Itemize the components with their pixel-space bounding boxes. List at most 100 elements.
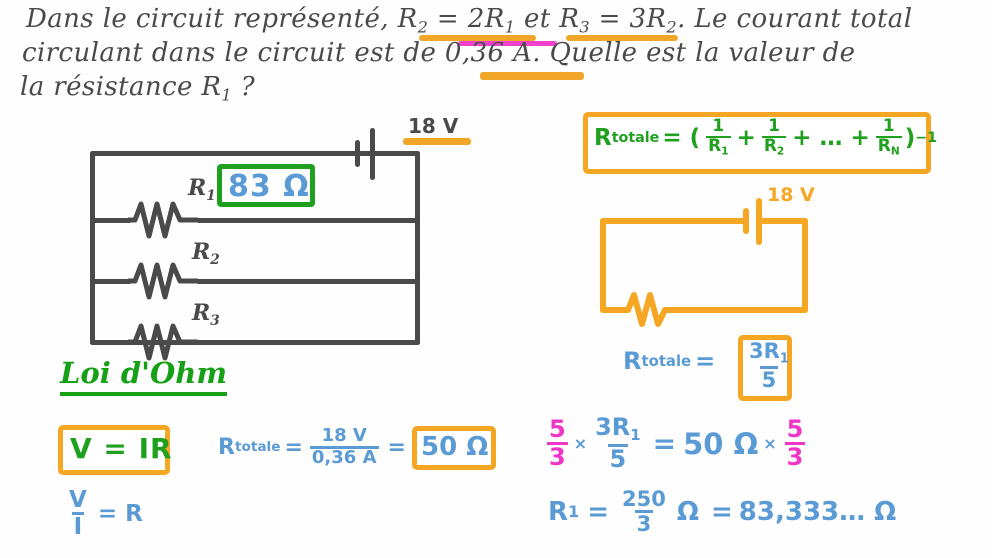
resistor-r1-zigzag — [128, 201, 198, 239]
question-r1-sub: 1 — [504, 17, 516, 37]
resistor-r3-zigzag — [128, 323, 198, 361]
parallel-exponent: −1 — [915, 129, 938, 146]
wire-left-rail — [90, 151, 95, 345]
ohms-law-formula: V = IR — [70, 432, 173, 465]
ohms-law-title: Loi d'Ohm — [60, 356, 228, 396]
question-r3-value: = 3R — [589, 4, 667, 34]
parallel-formula-lhs-sub: totale — [611, 129, 660, 146]
parallel-plus-1: + — [736, 124, 756, 151]
eq-wire-right — [802, 218, 808, 313]
ohms-law-derived: V I = R — [64, 487, 143, 539]
calc-total-lhs-sub: totale — [234, 439, 281, 456]
ohms-law-derived-den: I — [71, 512, 85, 541]
parallel-close-paren: ) — [904, 124, 916, 151]
left-battery-voltage-text: 18 V — [408, 114, 459, 138]
solve-expression-num: 3R — [595, 413, 631, 441]
parallel-term-1-den: R — [708, 135, 722, 156]
solve-expression-den: 5 — [607, 443, 629, 473]
calc-total-fraction: 18 V 0,36 A — [309, 425, 379, 468]
eq-resistor-zigzag — [623, 292, 685, 327]
solve-times-1: × — [573, 434, 588, 453]
solve-expression: 3R1 5 — [593, 413, 643, 473]
question-r2-sub: 2 — [417, 17, 429, 37]
question-line-2: circulant dans le circuit est de 0,36 A.… — [22, 40, 855, 66]
final-answer-num: 250 — [622, 487, 666, 511]
eq-total-equals: = — [695, 347, 716, 375]
final-answer-unit-1: Ω — [676, 496, 699, 527]
eq-total-lhs-sub: totale — [641, 352, 692, 370]
calc-total-result-text: 50 Ω — [421, 432, 489, 462]
ohms-law-derived-num: V — [69, 487, 87, 513]
left-battery-voltage-label: 18 V — [408, 114, 458, 138]
final-answer-equals-2: = — [711, 496, 733, 527]
parallel-formula-equals: = ( — [662, 124, 701, 151]
solve-equals: = — [652, 427, 677, 460]
eq-total-result-fraction: 3R1 5 — [744, 340, 794, 391]
solve-expression-num-sub: 1 — [630, 426, 641, 445]
solve-factor-left-den: 3 — [547, 442, 568, 471]
question-line-1-text-a: Dans le circuit représenté, — [26, 4, 398, 34]
parallel-formula-box — [583, 112, 931, 174]
final-answer-lhs-sub: 1 — [568, 502, 580, 522]
parallel-term-n-den-sub: N — [890, 145, 900, 158]
wire-bottom-rail — [90, 340, 420, 345]
answer-value-83-ohm-text: 83 Ω — [228, 169, 310, 204]
wire-branch2-left — [90, 279, 132, 284]
solve-factor-right-den: 3 — [784, 442, 806, 471]
parallel-term-2-num: 1 — [768, 116, 780, 136]
parallel-term-1: 1 R1 — [706, 117, 731, 158]
eq-wire-top-right — [760, 218, 808, 224]
wire-branch2-right — [196, 279, 420, 284]
highlight-orange-r2-relation — [419, 35, 536, 41]
question-r3-sub: 3 — [579, 17, 590, 37]
wire-branch1-right — [196, 218, 420, 223]
solve-times-2: × — [763, 434, 777, 453]
eq-total-num: 3R — [749, 339, 780, 363]
ohms-law-derived-fraction: V I — [67, 488, 89, 539]
highlight-orange-left-battery — [403, 138, 471, 145]
question-line-1-text-f: . Le courant total — [677, 4, 913, 34]
ohms-law-derived-equals: = R — [97, 500, 143, 527]
solve-factor-left-num: 5 — [549, 414, 566, 443]
ohms-law-box — [58, 425, 170, 475]
wire-branch1-left — [90, 218, 132, 223]
question-line-3-text-a: la résistance R — [20, 72, 222, 102]
calc-total-result-box — [412, 426, 496, 470]
ohms-law-formula-text: V = IR — [70, 432, 173, 465]
eq-total-result-box — [738, 335, 792, 401]
calc-total-equals-2: = — [387, 434, 406, 460]
wire-right-rail — [415, 151, 420, 345]
final-answer-den: 3 — [634, 510, 654, 537]
calc-total-num: 18 V — [321, 425, 367, 446]
question-line-3-text-b: ? — [232, 72, 256, 102]
resistor-r3-sub: 3 — [210, 312, 220, 329]
answer-box-83-ohm — [217, 164, 315, 207]
eq-total-lhs: R — [623, 347, 642, 375]
parallel-term-2-den-sub: 2 — [776, 145, 785, 158]
resistor-r2-sub: 2 — [210, 251, 220, 268]
resistor-r3-label: R3 — [192, 300, 220, 329]
parallel-ellipsis-plus: + … + — [792, 124, 870, 151]
eq-battery-voltage-text: 18 V — [767, 184, 815, 206]
eq-wire-left — [600, 218, 606, 313]
question-conj: et R — [515, 4, 580, 34]
resistor-r2-zigzag — [128, 262, 198, 300]
eq-total-num-sub: 1 — [779, 351, 789, 367]
final-answer-equals-1: = — [587, 496, 610, 527]
calc-total-equals-1: = — [284, 434, 303, 460]
parallel-term-1-den-sub: 1 — [721, 145, 729, 158]
calc-total-lhs: R — [218, 434, 235, 460]
parallel-term-2: 1 R2 — [761, 116, 787, 158]
resistor-r3-letter: R — [192, 300, 211, 326]
highlight-orange-r3-relation — [566, 35, 678, 41]
eq-battery-voltage-label: 18 V — [767, 184, 815, 206]
parallel-term-2-den: R — [763, 135, 777, 156]
resistor-r1-letter: R — [188, 175, 207, 201]
eq-battery-terminal-short — [743, 208, 749, 234]
wire-battery-to-top-right — [373, 151, 420, 156]
solve-line: 5 3 × 3R1 5 = 50 Ω × 5 3 — [544, 413, 808, 473]
